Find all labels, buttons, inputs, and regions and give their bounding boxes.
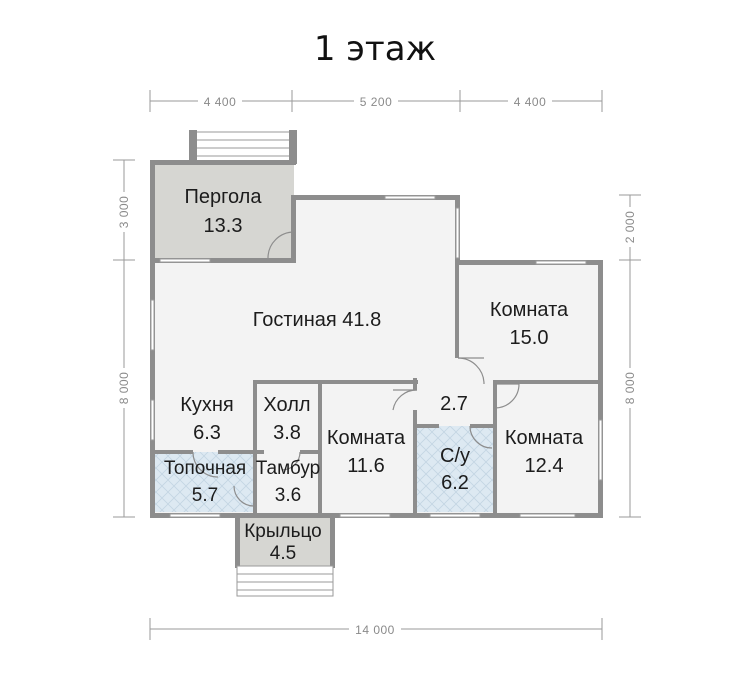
room-holl-name: Холл [263,394,310,416]
room-3-name: Комната [505,427,584,449]
pergola-area [150,162,294,260]
room-boiler-area: 5.7 [192,485,218,506]
boiler-room-floor [155,452,253,512]
doors [192,231,520,507]
room-pergola-name: Пергола [185,186,263,208]
room-2-area: 11.6 [347,455,384,477]
dim-bottom: 14 000 [355,623,395,637]
room-2-name: Комната [327,427,406,449]
room-holl-area: 3.8 [273,422,301,444]
room-kitchen-name: Кухня [180,394,234,416]
dim-top-1: 4 400 [204,95,237,109]
porch [235,516,335,597]
room-bath-name: С/у [440,445,470,467]
bathroom-floor [417,426,495,512]
room-kitchen-area: 6.3 [193,422,221,444]
room-3-area: 12.4 [525,455,564,477]
room-pergola-area: 13.3 [204,215,243,237]
pergola-steps [189,130,297,164]
room-boiler-name: Топочная [164,458,246,479]
room-porch-area: 4.5 [270,543,296,564]
room-porch-name: Крыльцо [244,521,322,542]
windows [150,195,603,518]
room-1-area: 15.0 [510,327,549,349]
dim-top-2: 5 200 [360,95,393,109]
room-tambour-area: 3.6 [275,485,301,506]
room-bath-area: 6.2 [441,472,469,494]
dim-right-2: 8 000 [623,372,637,405]
page-title: 1 этаж [314,29,436,69]
dim-top-3: 4 400 [514,95,547,109]
dim-right-1: 2 000 [623,211,637,244]
dim-left-2: 8 000 [117,372,131,405]
room-1-name: Комната [490,299,569,321]
room-living-name: Гостиная 41.8 [253,309,381,331]
room-hall-small-area: 2.7 [440,393,468,415]
room-tambour-name: Тамбур [256,458,321,479]
dim-left-1: 3 000 [117,196,131,229]
